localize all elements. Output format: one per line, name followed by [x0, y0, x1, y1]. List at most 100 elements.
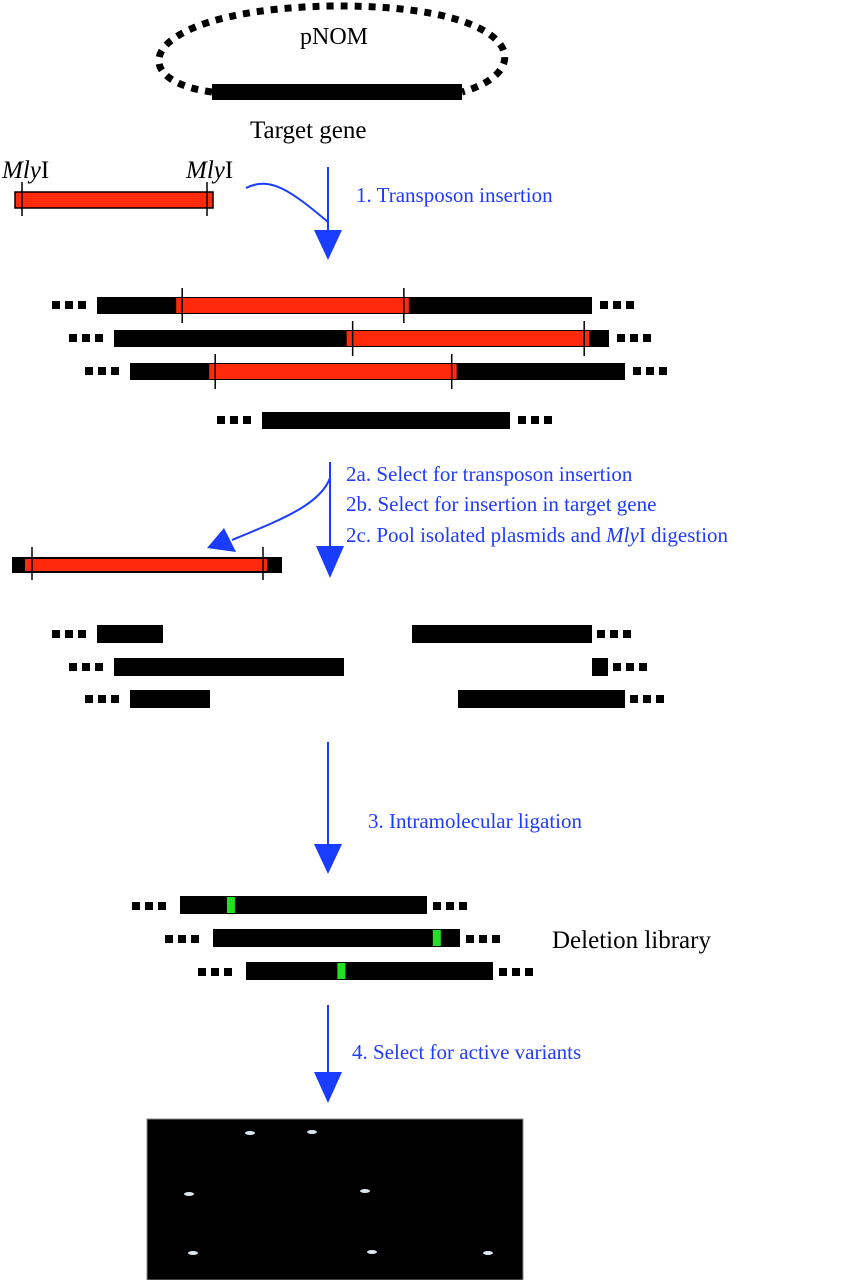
dotted-end-icon — [633, 367, 641, 375]
fragment-right — [592, 658, 608, 676]
dotted-end-icon — [643, 334, 651, 342]
step2c-label: 2c. Pool isolated plasmids and MlyI dige… — [346, 523, 729, 547]
dotted-end-icon — [544, 416, 552, 424]
transposon-insert — [346, 331, 590, 346]
dotted-end-icon — [600, 301, 608, 309]
fragment-row — [52, 625, 631, 643]
dotted-end-icon — [512, 968, 520, 976]
colony — [245, 1131, 255, 1135]
dotted-end-icon — [646, 367, 654, 375]
dotted-end-icon — [165, 935, 173, 943]
transposon-insert — [176, 298, 409, 313]
transposon-bar — [25, 559, 267, 571]
fragment-row — [69, 658, 647, 676]
step4-label: 4. Select for active variants — [352, 1040, 581, 1064]
fragment-left — [130, 690, 210, 708]
plasmid-label: pNOM — [300, 24, 368, 50]
transposon-insert — [209, 364, 457, 379]
insertion-row — [69, 321, 651, 356]
dotted-end-icon — [111, 367, 119, 375]
step3-label: 3. Intramolecular ligation — [368, 809, 583, 833]
dotted-end-icon — [243, 416, 251, 424]
plasmid-pnom: pNOM Target gene — [155, 2, 509, 144]
step3-arrow: 3. Intramolecular ligation — [314, 742, 583, 874]
dotted-end-icon — [639, 663, 647, 671]
ligation-scar — [226, 897, 235, 913]
dotted-end-icon — [466, 935, 474, 943]
gene-bar — [213, 929, 460, 947]
dotted-end-icon — [52, 630, 60, 638]
mlyi-label-right: MlyI — [185, 157, 233, 184]
dotted-end-icon — [630, 695, 638, 703]
insertion-row — [217, 412, 552, 429]
dotted-end-icon — [65, 630, 73, 638]
dotted-end-icon — [626, 663, 634, 671]
colony — [184, 1192, 194, 1196]
curved-connector — [245, 182, 329, 223]
insertion-library — [52, 288, 667, 429]
target-gene-bar — [212, 84, 462, 100]
deletion-row — [165, 929, 500, 947]
dotted-end-icon — [191, 935, 199, 943]
dotted-end-icon — [433, 902, 441, 910]
dotted-end-icon — [630, 334, 638, 342]
dotted-end-icon — [479, 935, 487, 943]
insertion-row — [85, 354, 667, 389]
dotted-end-icon — [610, 630, 618, 638]
dotted-end-icon — [613, 301, 621, 309]
arrowhead-icon — [316, 546, 344, 578]
colony — [307, 1130, 317, 1134]
dotted-end-icon — [85, 695, 93, 703]
colony — [188, 1251, 198, 1255]
deletion-library-label: Deletion library — [552, 927, 711, 954]
excised-transposon — [12, 547, 282, 580]
dotted-end-icon — [656, 695, 664, 703]
dotted-end-icon — [95, 334, 103, 342]
dotted-end-icon — [132, 902, 140, 910]
dotted-end-icon — [98, 695, 106, 703]
ligation-scar — [337, 963, 346, 979]
step2-arrows: 2a. Select for transposon insertion 2b. … — [207, 462, 729, 578]
dotted-end-icon — [78, 630, 86, 638]
arrowhead-icon — [207, 528, 236, 552]
gene-bar — [180, 896, 427, 914]
dotted-end-icon — [158, 902, 166, 910]
dotted-end-icon — [178, 935, 186, 943]
step2b-label: 2b. Select for insertion in target gene — [346, 492, 656, 516]
dotted-end-icon — [224, 968, 232, 976]
dotted-end-icon — [198, 968, 206, 976]
ligation-scar — [432, 930, 441, 946]
fragment-left — [97, 625, 163, 643]
fragment-right — [412, 625, 592, 643]
arrowhead-icon — [314, 230, 342, 260]
dotted-end-icon — [659, 367, 667, 375]
dotted-end-icon — [459, 902, 467, 910]
gene-bar — [262, 412, 510, 429]
target-gene-label: Target gene — [250, 117, 366, 144]
step1-label: 1. Transposon insertion — [356, 183, 553, 207]
dotted-end-icon — [643, 695, 651, 703]
selection-plate-image — [146, 1118, 524, 1280]
dotted-end-icon — [52, 301, 60, 309]
dotted-end-icon — [82, 663, 90, 671]
colony — [360, 1189, 370, 1193]
dotted-end-icon — [531, 416, 539, 424]
dotted-end-icon — [230, 416, 238, 424]
arrowhead-icon — [314, 1072, 342, 1103]
dotted-end-icon — [617, 334, 625, 342]
fragment-right — [458, 690, 625, 708]
fragment-row — [85, 690, 664, 708]
dotted-end-icon — [492, 935, 500, 943]
deletion-library — [132, 896, 533, 980]
curved-connector — [231, 477, 331, 541]
dotted-end-icon — [145, 902, 153, 910]
colony — [367, 1250, 377, 1254]
digested-fragments — [52, 625, 664, 708]
dotted-end-icon — [111, 695, 119, 703]
step1-arrow: 1. Transposon insertion — [245, 167, 553, 260]
dotted-end-icon — [95, 663, 103, 671]
insertion-row — [52, 288, 634, 323]
dotted-end-icon — [623, 630, 631, 638]
gene-bar — [246, 962, 493, 980]
